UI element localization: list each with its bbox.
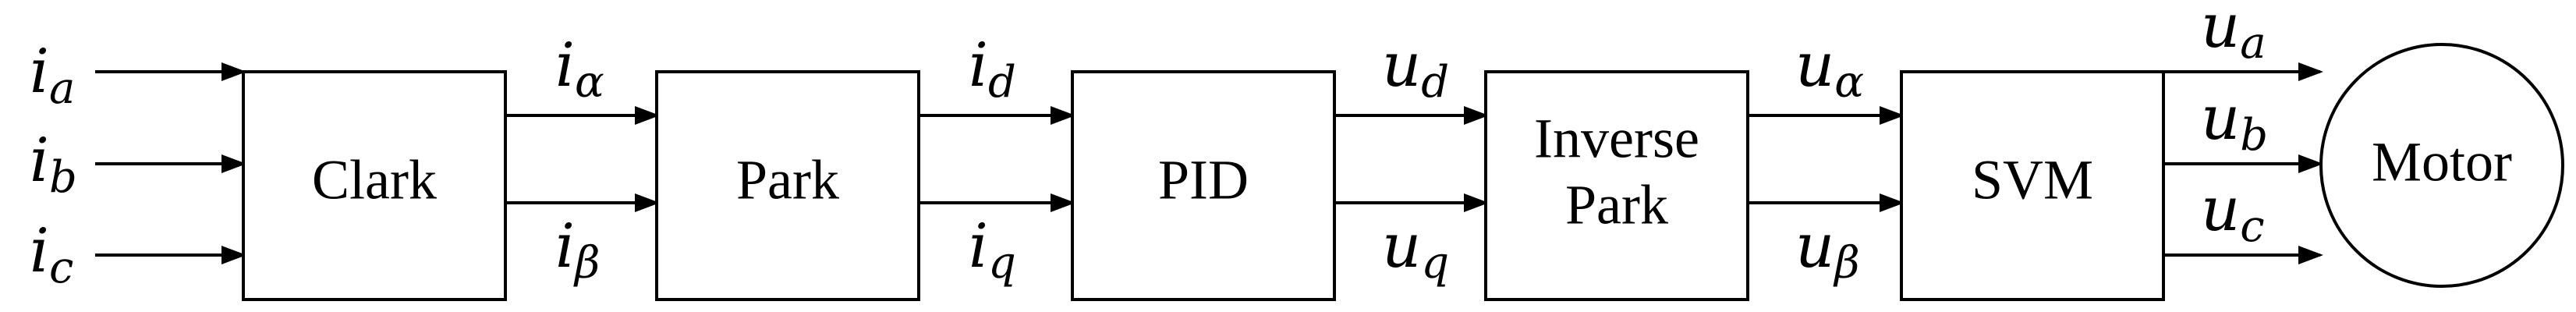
clark-block-label: Clark [312, 149, 437, 211]
label-ic: ic [30, 216, 73, 293]
motor-circle [2319, 43, 2564, 288]
inverse-park-block [1484, 70, 1749, 301]
motor-label: Motor [2372, 131, 2512, 193]
label-ua: ua [2201, 0, 2266, 69]
label-iq: iq [969, 211, 1016, 289]
label-uq: uq [1382, 211, 1449, 289]
park-block-label: Park [736, 149, 839, 211]
park-block [655, 70, 920, 301]
label-ud: ud [1382, 30, 1449, 108]
label-i-alpha: iα [555, 30, 604, 108]
inverse-park-block-label-line2: Park [1565, 174, 1668, 236]
label-id: id [969, 30, 1016, 108]
label-ia: ia [30, 37, 75, 114]
label-i-beta: iβ [555, 211, 600, 289]
label-u-beta: uβ [1795, 211, 1860, 289]
label-u-alpha: uα [1795, 30, 1864, 108]
label-ub: ub [2201, 83, 2268, 161]
svm-block [1900, 70, 2165, 301]
label-uc: uc [2201, 175, 2265, 252]
clark-block [242, 70, 507, 301]
svm-block-label: SVM [1972, 149, 2093, 211]
pid-block-label: PID [1158, 149, 1249, 211]
inverse-park-block-label-line1: Inverse [1534, 108, 1699, 170]
pid-block [1071, 70, 1336, 301]
label-ib: ib [30, 126, 77, 203]
